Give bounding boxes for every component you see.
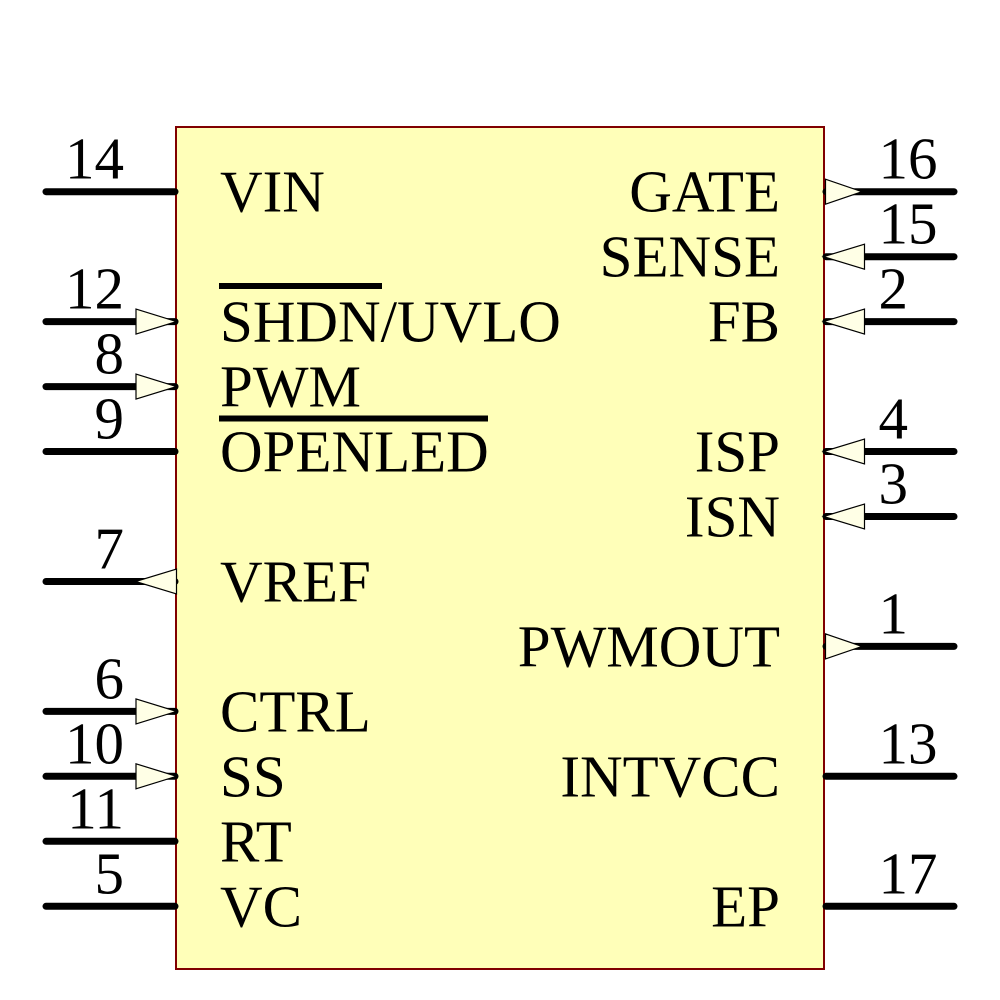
svg-text:12: 12 (65, 256, 124, 322)
svg-text:14: 14 (65, 126, 124, 192)
svg-text:2: 2 (879, 256, 909, 322)
svg-text:CTRL: CTRL (220, 678, 371, 744)
svg-text:10: 10 (65, 710, 124, 776)
svg-text:SS: SS (220, 743, 286, 809)
svg-text:VIN: VIN (220, 159, 325, 225)
svg-text:9: 9 (95, 386, 125, 452)
svg-text:4: 4 (879, 386, 909, 452)
svg-text:ISP: ISP (695, 419, 780, 485)
svg-text:INTVCC: INTVCC (560, 743, 780, 809)
svg-text:13: 13 (879, 710, 938, 776)
svg-text:1: 1 (879, 580, 909, 646)
svg-text:7: 7 (95, 516, 125, 582)
svg-text:SENSE: SENSE (600, 224, 780, 290)
svg-text:OPENLED: OPENLED (220, 419, 489, 485)
svg-text:RT: RT (220, 808, 292, 874)
svg-text:GATE: GATE (629, 159, 780, 225)
svg-text:FB: FB (708, 289, 780, 355)
svg-text:5: 5 (95, 840, 125, 906)
svg-text:SHDN/UVLO: SHDN/UVLO (220, 289, 561, 355)
svg-text:3: 3 (879, 451, 909, 517)
svg-text:6: 6 (95, 645, 125, 711)
svg-text:15: 15 (879, 191, 938, 257)
svg-text:8: 8 (95, 321, 125, 387)
svg-text:PWMOUT: PWMOUT (518, 613, 780, 679)
svg-text:16: 16 (879, 126, 938, 192)
svg-text:VREF: VREF (220, 549, 371, 615)
svg-text:ISN: ISN (685, 484, 780, 550)
svg-text:VC: VC (220, 873, 302, 939)
svg-text:EP: EP (711, 873, 780, 939)
svg-text:11: 11 (67, 775, 124, 841)
svg-text:17: 17 (879, 840, 938, 906)
svg-text:PWM: PWM (220, 354, 361, 420)
